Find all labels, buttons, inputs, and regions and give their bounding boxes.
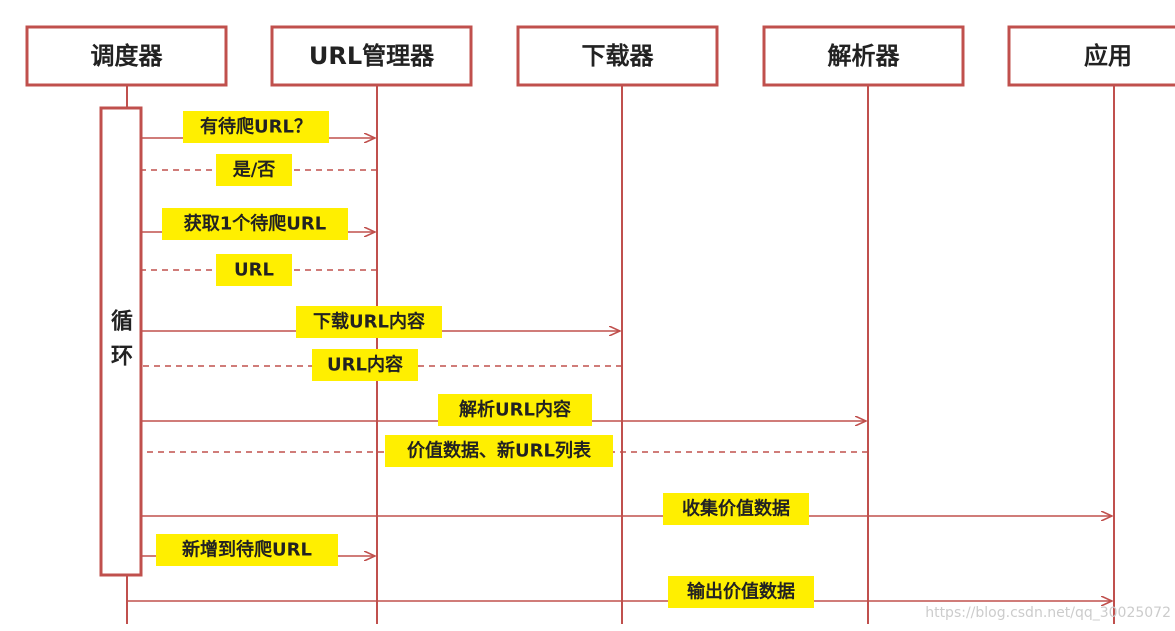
message-8: 价值数据、新URL列表: [142, 435, 868, 467]
participant-label: URL管理器: [309, 42, 435, 70]
participant-label: 应用: [1084, 42, 1132, 70]
participant-app: 应用: [1007, 25, 1175, 87]
message-3: 获取1个待爬URL: [142, 208, 375, 240]
loop-label: 环: [111, 345, 133, 370]
loop-box: 循环: [99, 106, 143, 577]
message-label: 获取1个待爬URL: [184, 213, 326, 235]
participant-label: 解析器: [828, 42, 901, 70]
message-1: 有待爬URL？: [142, 111, 375, 143]
message-label: 是/否: [232, 160, 276, 181]
message-5: 下载URL内容: [142, 306, 620, 338]
message-label: 有待爬URL？: [200, 116, 312, 138]
message-9: 收集价值数据: [142, 493, 1112, 525]
watermark-text: https://blog.csdn.net/qq_30025072: [925, 605, 1171, 621]
message-label: 输出价值数据: [687, 581, 795, 603]
message-label: 新增到待爬URL: [182, 539, 312, 561]
message-label: URL: [234, 260, 274, 281]
message-7: 解析URL内容: [142, 394, 866, 426]
message-6: URL内容: [142, 349, 622, 381]
participant-label: 调度器: [91, 42, 164, 70]
message-10: 新增到待爬URL: [142, 534, 375, 566]
message-label: URL内容: [327, 354, 403, 376]
participant-url_manager: URL管理器: [270, 25, 473, 87]
message-4: URL: [142, 254, 377, 286]
message-2: 是/否: [142, 154, 377, 186]
message-11: 输出价值数据: [127, 576, 1112, 608]
message-label: 价值数据、新URL列表: [407, 440, 592, 462]
message-label: 收集价值数据: [682, 498, 790, 520]
participant-label: 下载器: [582, 42, 655, 70]
participant-parser: 解析器: [762, 25, 965, 87]
loop-label: 循: [111, 309, 133, 335]
participant-scheduler: 调度器: [25, 25, 228, 87]
participant-downloader: 下载器: [516, 25, 719, 87]
message-label: 解析URL内容: [459, 399, 571, 421]
message-label: 下载URL内容: [313, 311, 425, 333]
